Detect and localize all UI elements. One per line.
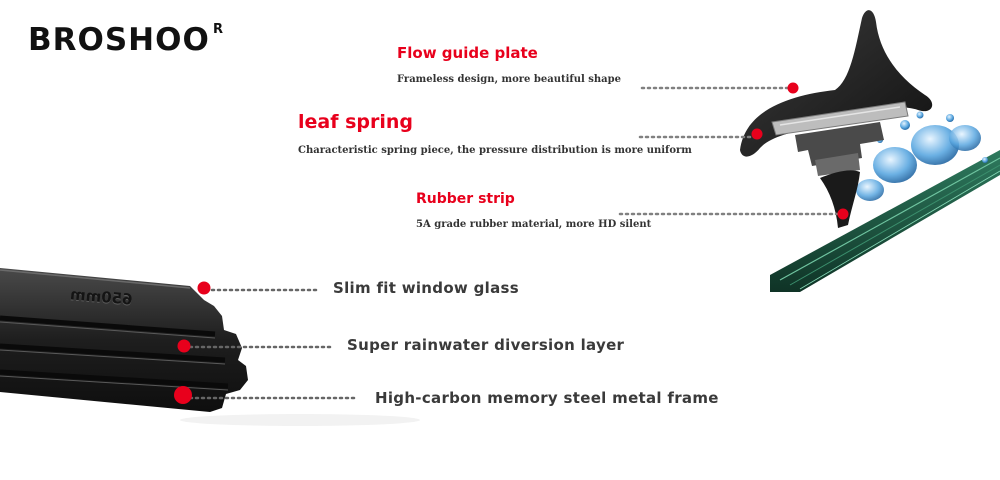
feature-label-diversion-layer: Super rainwater diversion layer: [347, 336, 625, 354]
windshield-glass: [770, 150, 1000, 292]
feature-label-steel-frame: High-carbon memory steel metal frame: [375, 389, 719, 407]
water-splash: [856, 111, 988, 201]
callout-title-flow-guide-plate: Flow guide plate: [397, 44, 538, 62]
callout-title-rubber-strip: Rubber strip: [416, 191, 515, 207]
callout-desc-leaf-spring: Characteristic spring piece, the pressur…: [298, 145, 692, 156]
marker-diversion-layer: [177, 339, 191, 353]
brand-logo: BROSHOO: [28, 22, 210, 58]
marker-rubber-strip: [837, 208, 849, 220]
feature-leaders: [188, 288, 356, 400]
feature-label-slim-fit: Slim fit window glass: [333, 279, 519, 297]
callout-leaders: [618, 86, 842, 216]
registered-mark: R: [213, 22, 224, 37]
wiper-cross-section: [740, 10, 933, 228]
marker-slim-fit: [197, 281, 211, 295]
rubber-strip-closeup: [0, 268, 248, 412]
marker-dots: [174, 82, 849, 404]
callout-desc-flow-guide-plate: Frameless design, more beautiful shape: [397, 74, 621, 85]
marker-leaf-spring: [751, 128, 763, 140]
marker-flow-guide-plate: [787, 82, 799, 94]
marker-steel-frame: [174, 386, 192, 404]
callout-title-leaf-spring: leaf spring: [298, 111, 414, 133]
callout-desc-rubber-strip: 5A grade rubber material, more HD silent: [416, 219, 652, 230]
strip-shadow: [180, 414, 420, 426]
